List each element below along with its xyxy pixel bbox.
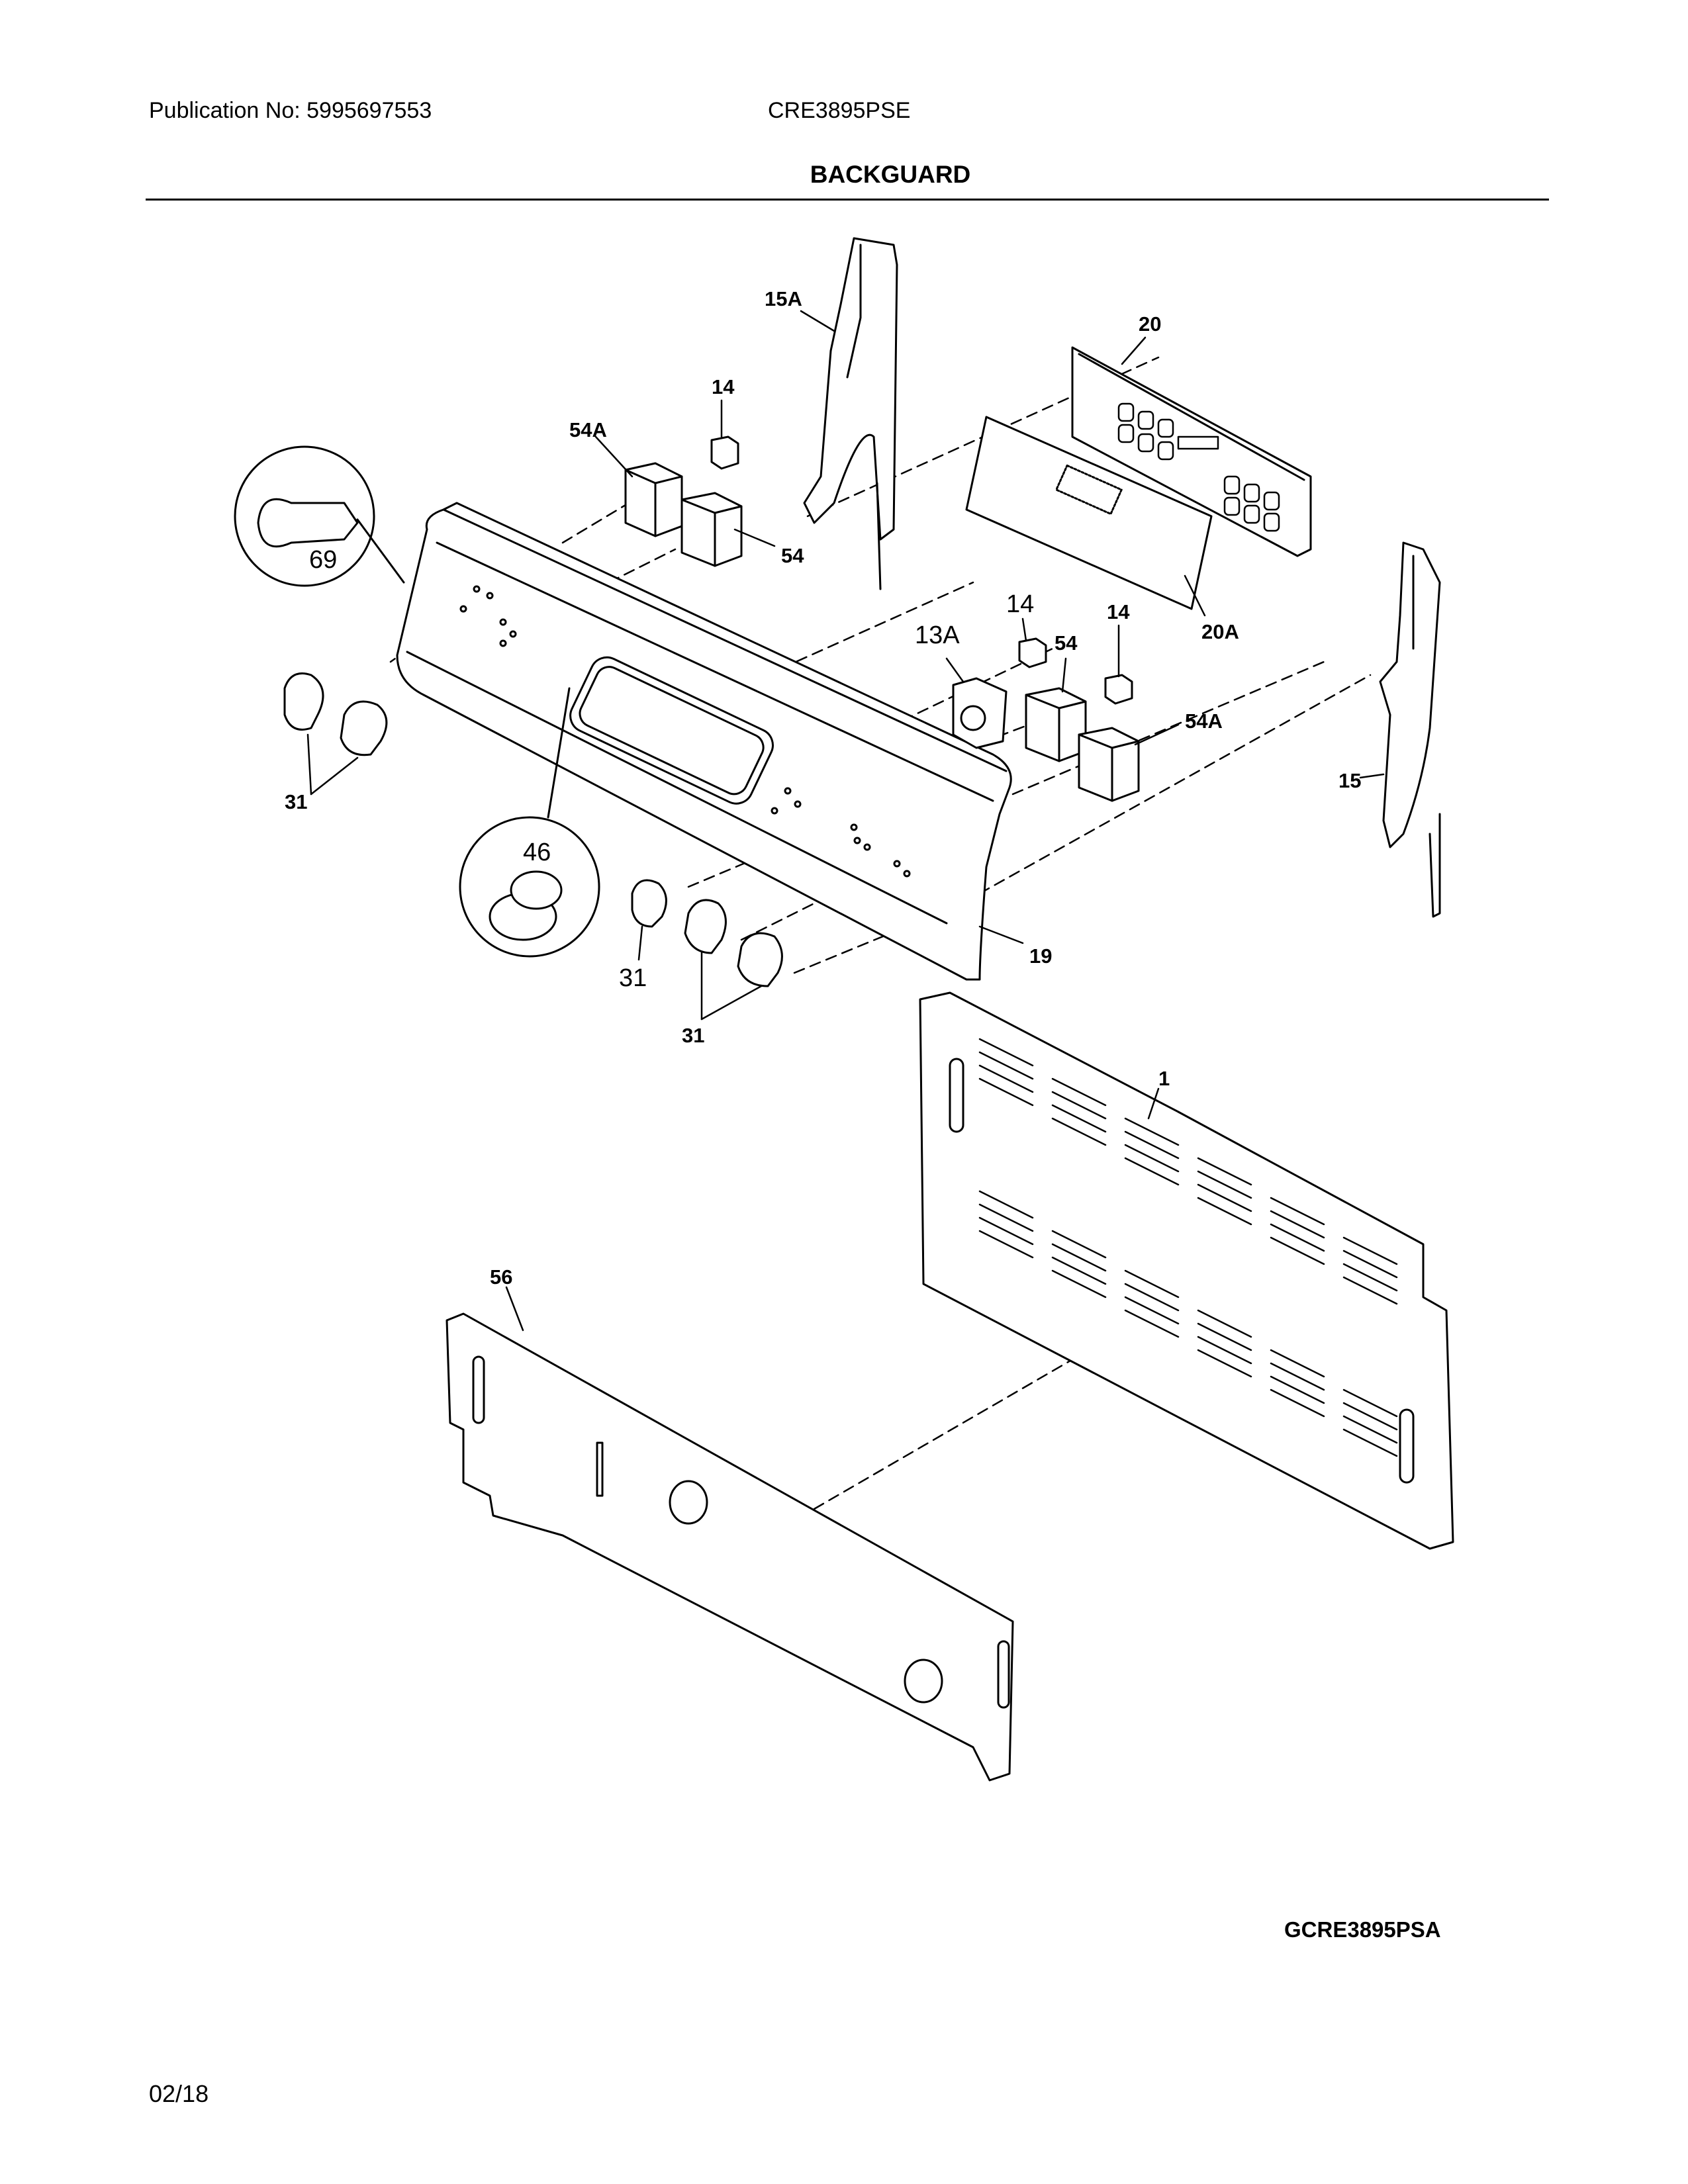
callout-54A-right: 54A: [1185, 709, 1223, 733]
callout-14-right: 14: [1107, 600, 1130, 623]
callout-54-left: 54: [781, 544, 804, 567]
side-bracket-15: [1379, 541, 1441, 918]
callout-54A-left: 54A: [569, 418, 607, 441]
callout-46: 46: [523, 839, 551, 866]
panel-holes: [459, 585, 911, 878]
callout-19: 19: [1029, 944, 1052, 968]
side-bracket-15A: [803, 237, 898, 590]
publication-date: 02/18: [149, 2080, 209, 2107]
callout-labels: 15A 20 14 54A 69 54 20A 13A 14 54 14 54A…: [285, 287, 1361, 1289]
callout-56: 56: [490, 1265, 512, 1289]
control-board-20: [1071, 346, 1312, 557]
infinite-switch-54-left: [680, 492, 743, 567]
infinite-switch-54-right: [1025, 687, 1087, 762]
detail-circle-69: [234, 445, 405, 587]
callout-69: 69: [309, 546, 337, 574]
knobs-31: [283, 672, 783, 987]
figure-code: GCRE3895PSA: [1284, 1917, 1441, 1942]
callout-20A: 20A: [1201, 620, 1239, 643]
overlay-20A: [965, 416, 1213, 610]
callout-14-top: 14: [712, 375, 735, 398]
publication-number: Publication No: 5995697553: [149, 98, 432, 123]
infinite-switch-54A-right: [1078, 727, 1140, 802]
callout-15: 15: [1338, 769, 1361, 792]
callout-14-mid: 14: [1006, 590, 1034, 618]
callout-15A: 15A: [765, 287, 802, 310]
detail-circle-46: [459, 687, 600, 958]
terminal-block-14-right: [1104, 674, 1133, 705]
leader-lines: [306, 310, 1385, 1332]
header-rule: [146, 199, 1549, 201]
terminal-block-14-mid: [1018, 637, 1047, 668]
callout-54-right: 54: [1055, 631, 1078, 655]
callout-1: 1: [1158, 1067, 1170, 1090]
infinite-switch-54A-left: [624, 462, 683, 537]
callout-20: 20: [1139, 312, 1161, 336]
lower-panel-56: [445, 1312, 1014, 1782]
model-number: CRE3895PSE: [768, 98, 911, 123]
callout-31-center: 31: [619, 964, 647, 992]
switch-13A: [952, 677, 1008, 749]
backguard-panel: [396, 502, 1012, 981]
callout-31-lower: 31: [682, 1024, 704, 1047]
rear-panel-vents: [978, 1038, 1398, 1457]
terminal-block-14-top: [710, 435, 739, 470]
rear-panel-1: [919, 991, 1454, 1550]
callout-13A: 13A: [915, 621, 960, 649]
page-title: BACKGUARD: [810, 161, 971, 188]
callout-31-left: 31: [285, 790, 307, 813]
